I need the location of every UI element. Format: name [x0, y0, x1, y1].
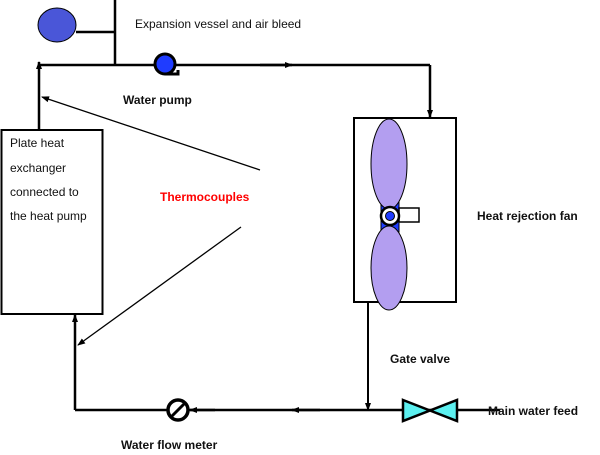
water-flow-meter-label: Water flow meter — [121, 438, 218, 452]
expansion-vessel-label: Expansion vessel and air bleed — [135, 17, 301, 31]
fan-motor — [398, 207, 420, 223]
water-pump-label: Water pump — [123, 93, 192, 107]
heat-rejection-fan-label: Heat rejection fan — [477, 209, 578, 223]
fan-icon — [370, 118, 420, 311]
fan-blade-bottom — [370, 225, 408, 311]
gate-valve-label: Gate valve — [390, 352, 450, 366]
heat-exchanger-label-line2: exchanger — [10, 161, 66, 175]
expansion-vessel-icon — [37, 7, 77, 43]
heat-exchanger-label-line4: the heat pump — [10, 209, 87, 223]
thermocouple-leader-top — [41, 96, 261, 171]
plate-heat-exchanger — [0, 129, 104, 315]
water-pump-icon — [153, 52, 180, 76]
heat-exchanger-label-line3: connected to — [10, 185, 79, 199]
thermocouple-leader-bottom — [77, 226, 242, 346]
heat-exchanger-label-line1: Plate heat — [10, 136, 65, 150]
main-water-feed-label: Main water feed — [488, 404, 578, 418]
thermocouples-label: Thermocouples — [160, 190, 250, 204]
fan-blade-top — [370, 118, 408, 210]
water-flow-meter-icon — [166, 398, 190, 422]
gate-valve-icon — [401, 398, 459, 423]
